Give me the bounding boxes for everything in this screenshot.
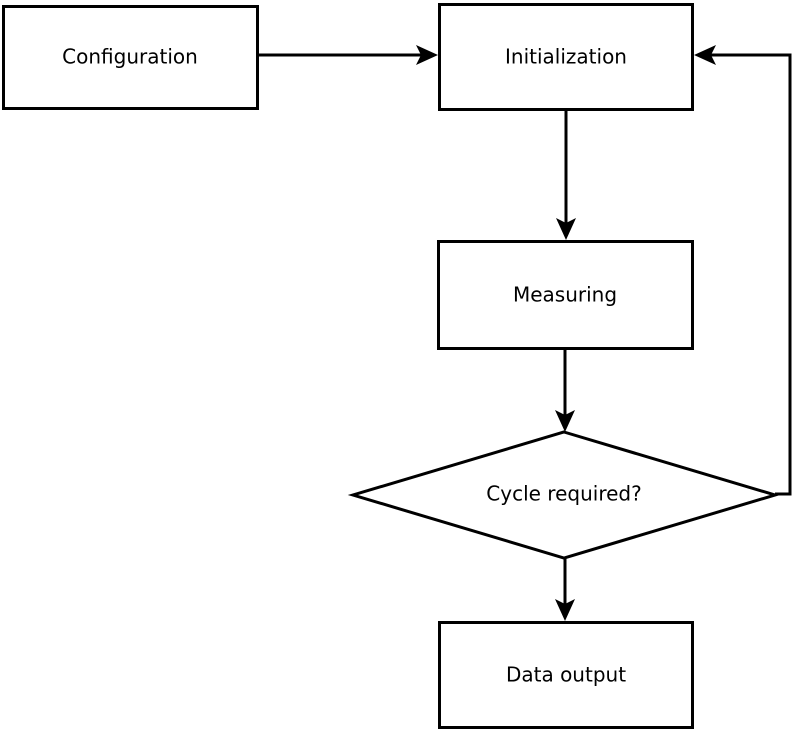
node-shape-cycle-required[interactable] xyxy=(347,430,781,560)
node-label-cycle-required: Cycle required? xyxy=(486,482,641,506)
edge-initialization-to-measuring xyxy=(556,111,576,240)
node-measuring[interactable]: Measuring xyxy=(437,240,694,350)
node-shape-measuring[interactable] xyxy=(437,240,694,350)
node-label-data-output: Data output xyxy=(506,663,626,687)
node-shape-initialization[interactable] xyxy=(438,3,694,111)
node-configuration[interactable]: Configuration xyxy=(2,5,259,110)
edge-cycle-required-to-initialization-loop xyxy=(694,45,792,496)
node-cycle-required[interactable]: Cycle required? xyxy=(347,430,781,560)
edge-cycle-required-to-data-output xyxy=(555,558,575,621)
node-label-initialization: Initialization xyxy=(505,45,627,69)
arrowhead-icon-initialization-to-measuring xyxy=(556,218,576,240)
arrowhead-icon-cycle-required-to-initialization-loop xyxy=(694,45,716,65)
arrowhead-icon-configuration-to-initialization xyxy=(416,45,438,65)
node-shape-data-output[interactable] xyxy=(438,621,694,729)
edge-measuring-to-cycle-required xyxy=(555,350,575,432)
node-label-measuring: Measuring xyxy=(513,283,617,307)
node-label-configuration: Configuration xyxy=(62,45,198,69)
edge-line-cycle-required-to-initialization-loop xyxy=(702,53,792,496)
arrowhead-icon-cycle-required-to-data-output xyxy=(555,599,575,621)
edge-configuration-to-initialization xyxy=(259,45,438,65)
node-shape-configuration[interactable] xyxy=(2,5,259,110)
node-data-output[interactable]: Data output xyxy=(438,621,694,729)
arrowhead-icon-measuring-to-cycle-required xyxy=(555,410,575,432)
node-initialization[interactable]: Initialization xyxy=(438,3,694,111)
